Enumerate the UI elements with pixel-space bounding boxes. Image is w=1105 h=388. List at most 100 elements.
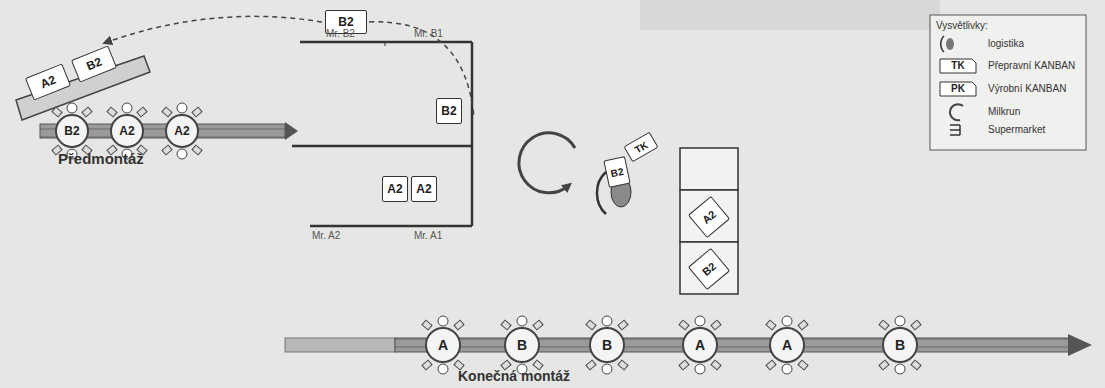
operator xyxy=(122,103,132,113)
tool xyxy=(879,360,889,370)
tool xyxy=(422,360,432,370)
tool xyxy=(192,145,202,155)
conveyor xyxy=(395,338,1070,352)
workstation: B xyxy=(882,327,918,363)
operator xyxy=(695,316,705,326)
operator xyxy=(602,316,612,326)
operator xyxy=(517,316,527,326)
operator xyxy=(895,316,905,326)
tool xyxy=(879,320,889,330)
kanban-post xyxy=(680,148,738,294)
tool xyxy=(192,107,202,117)
node-text: B2 xyxy=(700,260,718,278)
kanban-card: B2 xyxy=(603,156,630,188)
node-text: TK xyxy=(632,139,649,155)
slot-label: Mr. A2 xyxy=(312,230,340,241)
node-text: A xyxy=(438,337,448,353)
tool xyxy=(454,320,464,330)
line-title: Předmontáž xyxy=(58,150,144,167)
tool xyxy=(107,107,117,117)
conveyor xyxy=(285,338,395,352)
operator xyxy=(438,316,448,326)
legend-text: Supermarket xyxy=(988,124,1045,135)
kanban-flow-arrow xyxy=(103,16,322,43)
node-text: B2 xyxy=(441,104,456,118)
transport-kanban: TK xyxy=(624,132,659,163)
tool xyxy=(911,320,921,330)
tool xyxy=(766,360,776,370)
legend-box xyxy=(930,15,1086,150)
tool xyxy=(711,360,721,370)
operator xyxy=(177,103,187,113)
workstation: B xyxy=(504,327,540,363)
workstation: A2 xyxy=(110,114,144,148)
slot-label: Mr. A1 xyxy=(414,230,442,241)
operator xyxy=(438,364,448,374)
milkrun-symbol xyxy=(519,133,575,193)
legend-text: Výrobní KANBAN xyxy=(988,83,1066,94)
workstation: A xyxy=(425,327,461,363)
node-text: B2 xyxy=(64,124,79,138)
node-text: B xyxy=(895,337,905,353)
tool xyxy=(501,320,511,330)
tool xyxy=(82,107,92,117)
workstation: A2 xyxy=(165,114,199,148)
tool xyxy=(162,107,172,117)
conveyor-arrow xyxy=(285,122,298,140)
tool xyxy=(798,320,808,330)
node-text: A2 xyxy=(387,182,402,196)
node-text: A2 xyxy=(416,182,431,196)
legend-sample-text: PK xyxy=(940,82,976,96)
tool xyxy=(52,107,62,117)
operator xyxy=(895,364,905,374)
tool xyxy=(422,320,432,330)
tool xyxy=(586,360,596,370)
container-bin: A2 xyxy=(411,176,437,202)
node-text: A xyxy=(782,337,792,353)
tool xyxy=(679,320,689,330)
conveyor-arrow xyxy=(1068,334,1092,356)
slot-label: Mr. B1 xyxy=(414,28,443,39)
line-title: Konečná montáž xyxy=(458,368,570,384)
tool xyxy=(711,320,721,330)
tool xyxy=(137,107,147,117)
operator xyxy=(782,364,792,374)
legend-text: Přepravní KANBAN xyxy=(988,60,1075,71)
node-text: B2 xyxy=(84,55,103,74)
operator xyxy=(782,316,792,326)
tool xyxy=(586,320,596,330)
legend-samples xyxy=(940,36,976,135)
legend-sample-text: TK xyxy=(940,59,976,73)
supermarket-rack xyxy=(292,42,472,226)
tool xyxy=(766,320,776,330)
workstation: B xyxy=(589,327,625,363)
node-text: A2 xyxy=(174,124,189,138)
node-text: B xyxy=(602,337,612,353)
conveyor xyxy=(40,124,285,138)
tool xyxy=(162,145,172,155)
legend-text: Milkrun xyxy=(988,106,1020,117)
node-text: B2 xyxy=(610,165,625,178)
container-bin: B2 xyxy=(436,98,462,124)
node-text: A2 xyxy=(700,208,718,226)
workstation: A xyxy=(769,327,805,363)
tool xyxy=(618,360,628,370)
tool xyxy=(911,360,921,370)
node-text: B xyxy=(517,337,527,353)
operator xyxy=(67,103,77,113)
tool xyxy=(679,360,689,370)
paper-patch xyxy=(640,0,940,30)
tool xyxy=(798,360,808,370)
operator xyxy=(695,364,705,374)
node-text: A2 xyxy=(38,73,57,92)
node-text: A xyxy=(695,337,705,353)
operator xyxy=(602,364,612,374)
node-text: A2 xyxy=(119,124,134,138)
workstation: A xyxy=(682,327,718,363)
container-bin: A2 xyxy=(382,176,408,202)
tool xyxy=(533,320,543,330)
slot-label: Mr. B2 xyxy=(326,28,355,39)
legend-text: logistika xyxy=(988,38,1024,49)
